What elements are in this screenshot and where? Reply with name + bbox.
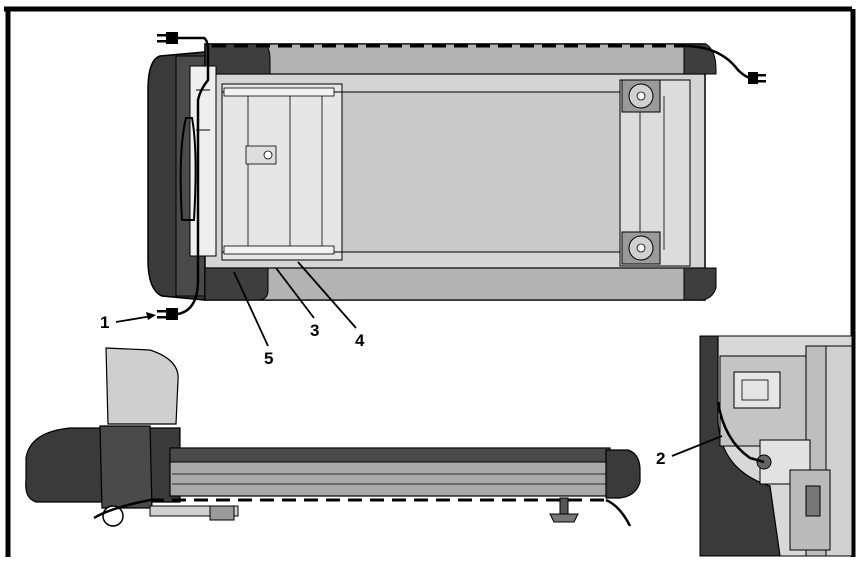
side-view [25,347,641,527]
rear-foot-top [621,79,661,113]
power-plug-icon [157,308,178,320]
callout-5: 5 [264,349,273,368]
rear-foot-bottom [621,231,661,265]
callout-4: 4 [355,331,365,350]
power-plug-icon [748,72,766,84]
top-view [115,32,766,347]
detail-view [671,335,853,557]
power-plug-icon [157,32,178,44]
callout-1: 1 [100,313,109,332]
callout-2: 2 [656,449,665,468]
callout-3: 3 [310,321,319,340]
